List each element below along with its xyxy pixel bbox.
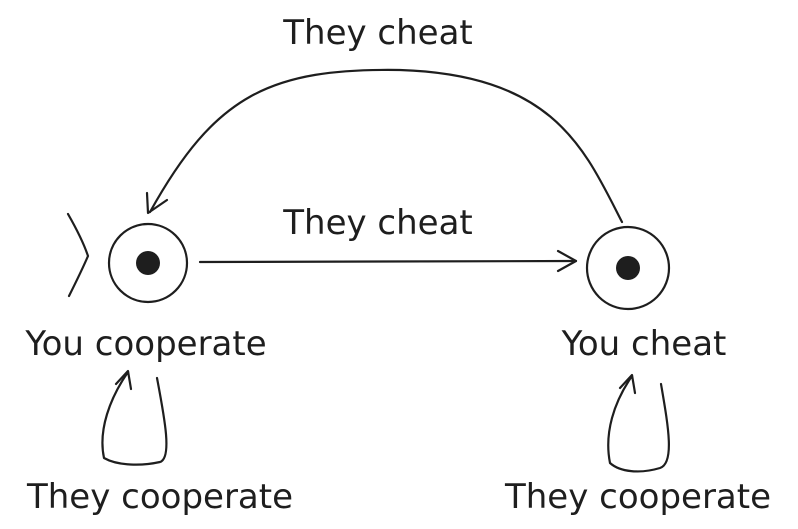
state-you-cooperate	[107, 222, 189, 304]
state-you-cheat	[585, 225, 671, 311]
self-loop-you-cooperate	[101, 370, 168, 466]
self-loop-arrowhead-cheat-icon	[618, 373, 637, 395]
transition-label-cheat-to-cooperate: They cheat	[282, 13, 473, 53]
self-loop-label-cooperate: They cooperate	[26, 477, 293, 517]
state-label-you-cooperate: You cooperate	[24, 324, 266, 364]
arrowhead-cheat-to-cooperate-icon	[145, 191, 169, 215]
initial-state-marker-icon	[66, 212, 90, 298]
arrowhead-cooperate-to-cheat-icon	[556, 249, 578, 273]
transition-arc-cheat-to-cooperate	[148, 68, 624, 224]
self-loop-label-cheat: They cooperate	[504, 477, 771, 517]
state-label-you-cheat: You cheat	[561, 324, 727, 364]
transition-label-cooperate-to-cheat: They cheat	[282, 203, 473, 243]
state-dot-icon	[136, 251, 160, 275]
transition-arrow-cooperate-to-cheat	[198, 259, 578, 264]
state-dot-icon	[616, 256, 640, 280]
self-loop-arrowhead-cooperate-icon	[114, 369, 133, 391]
self-loop-you-cheat	[607, 374, 670, 473]
